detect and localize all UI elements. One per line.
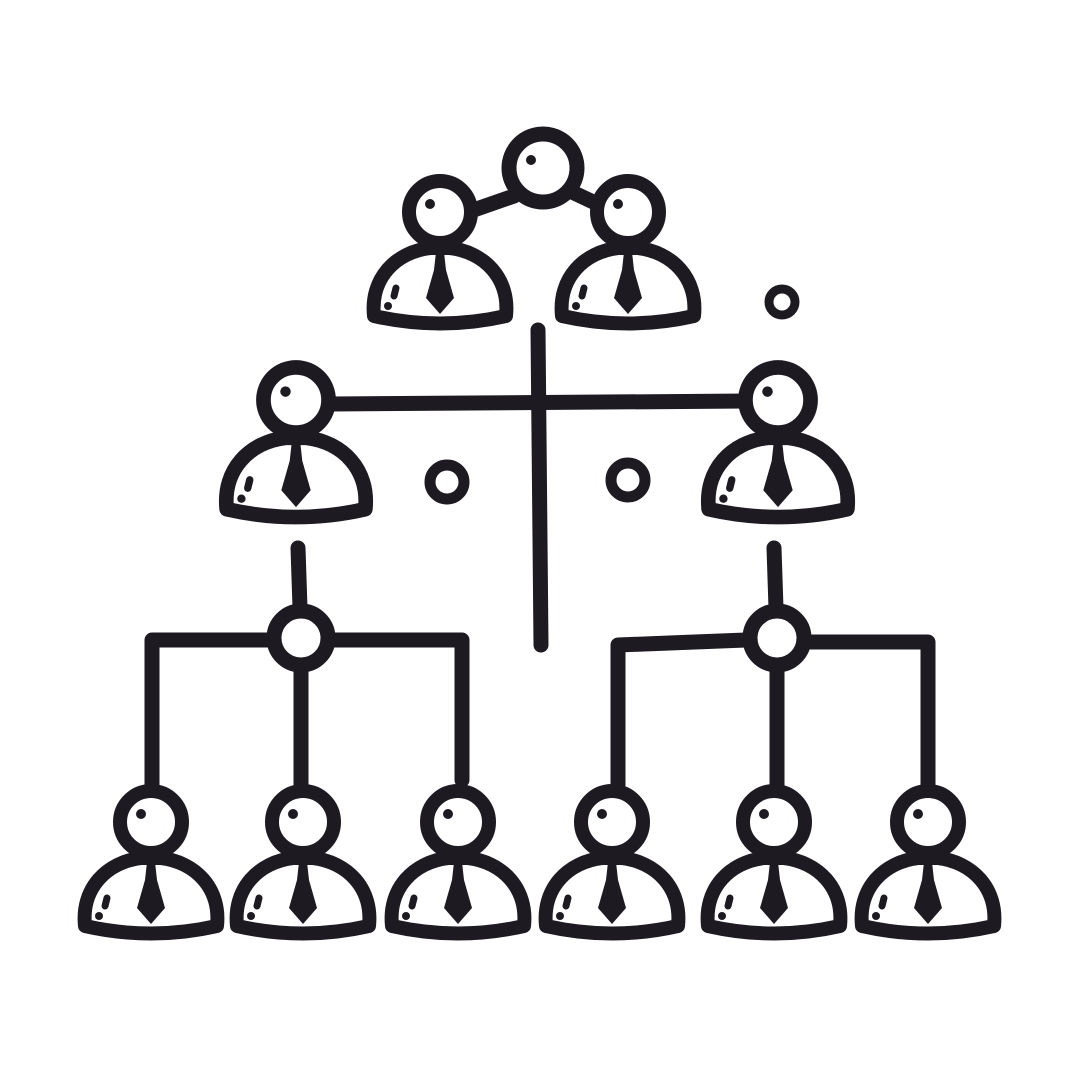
body-highlight-dot: [247, 912, 255, 920]
person-bottom-4: [538, 784, 686, 941]
central-trunk-line: [530, 322, 549, 653]
person-top-right: [554, 174, 702, 331]
person-top-left: [366, 174, 514, 331]
head-highlight: [913, 809, 923, 819]
tie-icon: [444, 862, 472, 924]
person-head: [736, 784, 812, 860]
body-highlight-dot: [237, 494, 246, 503]
left-branch-stem: [290, 540, 308, 616]
body-highlight-dot: [872, 912, 880, 920]
person-head: [402, 174, 478, 250]
connector-nodes: [266, 126, 812, 673]
person-head: [574, 784, 650, 860]
head-highlight: [762, 386, 773, 397]
head-highlight: [613, 199, 623, 209]
tie-icon: [289, 862, 317, 924]
head-highlight: [136, 809, 146, 819]
body-highlight: [726, 476, 736, 492]
head-highlight: [425, 199, 435, 209]
head-highlight: [443, 809, 453, 819]
person-head: [265, 784, 341, 860]
body-highlight: [253, 894, 263, 910]
person-head: [256, 360, 336, 440]
body-highlight-dot: [402, 912, 410, 920]
body-highlight-dot: [572, 302, 580, 310]
person-middle-right: [700, 360, 856, 525]
right-branch-node: [742, 603, 812, 673]
person-head: [420, 784, 496, 860]
body-highlight: [408, 894, 418, 910]
body-highlight: [724, 894, 734, 910]
head-highlight: [288, 809, 298, 819]
body-highlight: [390, 284, 400, 300]
person-head: [113, 784, 189, 860]
left-branch-node: [266, 603, 336, 673]
tie-icon: [137, 862, 165, 924]
body-highlight: [878, 894, 888, 910]
tie-icon: [763, 442, 793, 508]
right-branch-stem: [766, 540, 784, 616]
person-head: [738, 360, 818, 440]
body-highlight: [101, 894, 111, 910]
decorations: [424, 284, 800, 505]
body-highlight-dot: [556, 912, 564, 920]
body-highlight: [244, 476, 254, 492]
small-circle-icon: [424, 459, 470, 505]
tie-icon: [760, 862, 788, 924]
top-node-highlight: [526, 155, 536, 165]
body-highlight-dot: [95, 912, 103, 920]
body-highlight-dot: [384, 302, 392, 310]
tie-icon: [914, 862, 942, 924]
small-circle-icon: [605, 457, 651, 503]
middle-crossbar-line: [324, 393, 756, 412]
head-highlight: [759, 809, 769, 819]
person-bottom-3: [384, 784, 532, 941]
person-middle-left: [218, 360, 374, 525]
head-highlight: [597, 809, 607, 819]
small-circle-icon: [764, 284, 800, 320]
person-bottom-5: [700, 784, 848, 941]
person-head: [590, 174, 666, 250]
left-branch-bar: [144, 632, 470, 793]
tie-icon: [614, 252, 642, 314]
person-bottom-6: [854, 784, 1002, 941]
connectors: [144, 184, 936, 793]
body-highlight-dot: [719, 494, 728, 503]
top-node: [501, 126, 585, 210]
tie-icon: [426, 252, 454, 314]
body-highlight: [578, 284, 588, 300]
person-bottom-2: [229, 784, 377, 941]
tie-icon: [598, 862, 626, 924]
tie-icon: [281, 442, 311, 508]
body-highlight: [562, 894, 572, 910]
person-bottom-1: [77, 784, 225, 941]
person-head: [890, 784, 966, 860]
body-highlight-dot: [718, 912, 726, 920]
right-branch-bar: [610, 632, 936, 793]
people: [77, 174, 1002, 941]
head-highlight: [280, 386, 291, 397]
